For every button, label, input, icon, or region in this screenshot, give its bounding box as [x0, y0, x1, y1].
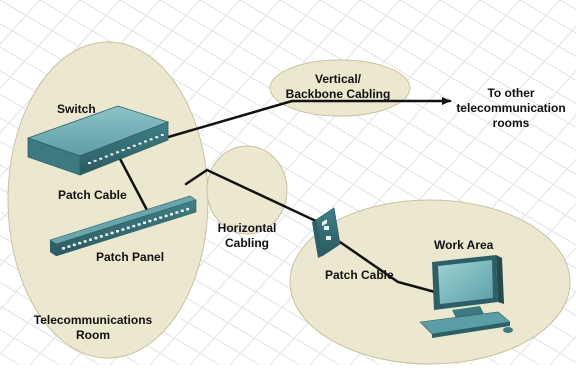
horizontal-cabling-label: Horizontal Cabling: [204, 221, 290, 251]
work-area-patch-cable: [338, 240, 437, 294]
patch-panel-icon: [49, 195, 197, 257]
backbone-cable: [156, 97, 452, 142]
horizontal-cable: [184, 168, 320, 224]
vertical-cabling-label-line2: Backbone Cabling: [285, 87, 391, 101]
switch-icon: [26, 105, 170, 176]
horizontal-cabling-label-line1: Horizontal: [217, 221, 277, 235]
telecom-room-label: Telecommunications Room: [30, 313, 156, 343]
telecom-room-label-line1: Telecommunications: [33, 313, 153, 327]
switch-label: Switch: [57, 102, 96, 116]
to-other-rooms-line1: To other: [487, 86, 535, 100]
to-other-rooms-line3: rooms: [492, 116, 530, 130]
telecom-room-label-line2: Room: [76, 328, 110, 342]
switch-patch-cable-label: Patch Cable: [58, 188, 127, 202]
patch-panel-label: Patch Panel: [96, 250, 165, 264]
cables: [116, 97, 452, 294]
computer-icon: [419, 255, 513, 338]
work-area-patch-cable-label: Patch Cable: [325, 268, 394, 282]
to-other-rooms-label: To other telecommunication rooms: [452, 86, 570, 131]
wall-jack-icon: [312, 207, 341, 258]
work-area-label: Work Area: [434, 238, 494, 252]
vertical-cabling-label-line1: Vertical/: [314, 72, 362, 86]
to-other-rooms-line2: telecommunication: [456, 101, 566, 115]
switch-to-panel-patch-cable: [116, 153, 150, 214]
horizontal-cabling-label-line2: Cabling: [225, 236, 269, 250]
vertical-cabling-label: Vertical/ Backbone Cabling: [268, 72, 408, 102]
